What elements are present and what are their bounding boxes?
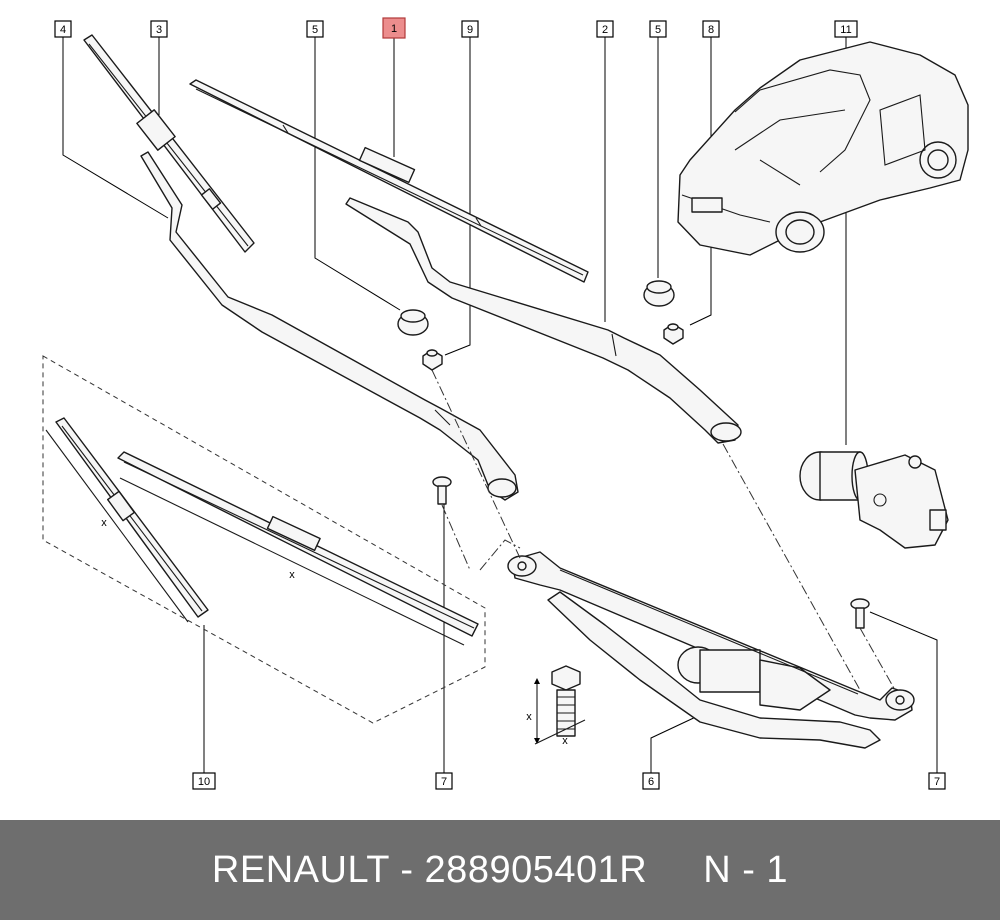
svg-text:3: 3 [156, 24, 162, 36]
svg-text:10: 10 [198, 776, 210, 788]
svg-text:1: 1 [391, 23, 397, 35]
svg-text:7: 7 [441, 776, 447, 788]
screw-7-right [850, 598, 870, 629]
footer-bar: RENAULT - 288905401R N - 1 [0, 820, 1000, 920]
svg-text:9: 9 [467, 24, 473, 36]
car-illustration [677, 41, 969, 256]
callout-7-right: 7 [928, 772, 946, 790]
callout-11: 11 [834, 20, 858, 38]
callout-4: 4 [54, 20, 72, 38]
svg-text:2: 2 [602, 24, 608, 36]
x-blade-short-label: x [101, 517, 107, 529]
wiper-blade-3 [83, 34, 255, 253]
callout-5-left: 5 [306, 20, 324, 38]
svg-text:11: 11 [840, 24, 851, 36]
x-bolt-thread-label: x [562, 735, 568, 747]
nut-8 [663, 323, 684, 345]
callout-9: 9 [461, 20, 479, 38]
callout-7-center: 7 [435, 772, 453, 790]
assembly-lines [431, 369, 896, 691]
wiper-arm-2 [345, 197, 742, 444]
svg-text:5: 5 [655, 24, 661, 36]
callout-8: 8 [702, 20, 720, 38]
parts-diagram: x x x x 4 3 5 1 9 2 5 8 11 10 7 6 7 [42, 17, 969, 790]
callout-3: 3 [150, 20, 168, 38]
wiper-blade-1 [189, 79, 589, 283]
cap-5-right [643, 280, 675, 307]
wiper-linkage-6 [507, 551, 915, 749]
x-bolt-len-label: x [526, 711, 532, 723]
nut-9 [422, 349, 443, 371]
callout-5-right: 5 [649, 20, 667, 38]
callout-6: 6 [642, 772, 660, 790]
leader-lines [62, 37, 938, 773]
bolt-dimension-detail [534, 665, 586, 745]
wiper-motor-11 [799, 451, 949, 549]
wiper-blade-set-10 [42, 355, 486, 724]
page-indicator: N - 1 [703, 848, 789, 891]
callout-2: 2 [596, 20, 614, 38]
part-reference-text: RENAULT - 288905401R [211, 848, 648, 891]
dimension-labels: x x x x [101, 517, 568, 747]
x-blade-long-label: x [289, 569, 295, 581]
svg-text:6: 6 [648, 776, 654, 788]
callout-10: 10 [192, 772, 216, 790]
cap-5-left [397, 309, 429, 336]
screw-7-center [432, 476, 452, 505]
wiper-arm-4 [140, 151, 519, 501]
svg-text:8: 8 [708, 24, 714, 36]
svg-text:7: 7 [934, 776, 940, 788]
callout-1: 1 [382, 17, 406, 39]
svg-text:5: 5 [312, 24, 318, 36]
svg-text:4: 4 [60, 24, 66, 36]
